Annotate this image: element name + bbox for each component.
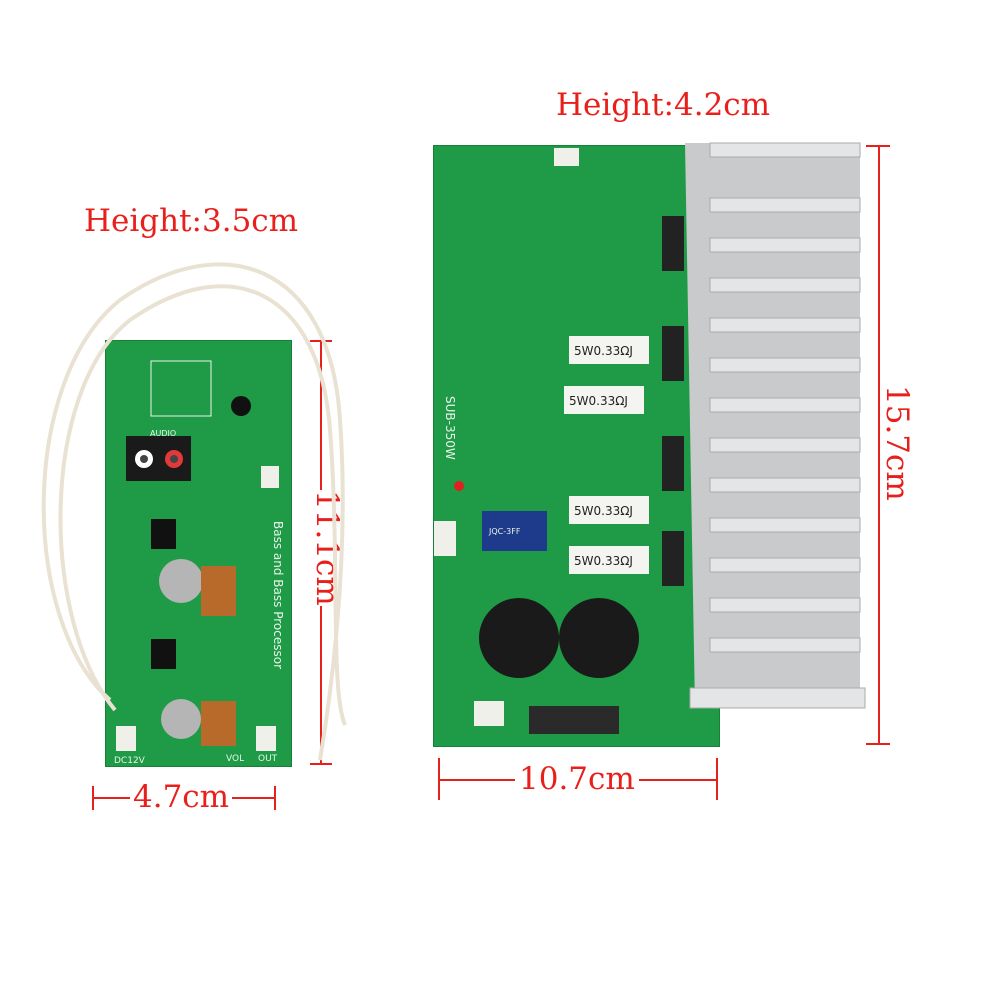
left-board-components: Bass and Bass Processor AUDIO DC12V VOL …	[114, 360, 285, 766]
svg-text:AUDIO: AUDIO	[150, 429, 176, 438]
right-height-label: Height:4.2cm	[556, 87, 771, 123]
svg-text:5W0.33ΩJ: 5W0.33ΩJ	[574, 504, 633, 518]
bass-processor-board: Bass and Bass Processor AUDIO DC12V VOL …	[105, 340, 292, 767]
heatsink	[685, 142, 866, 709]
dimension-tick	[438, 758, 440, 800]
svg-text:5W0.33ΩJ: 5W0.33ΩJ	[569, 394, 628, 408]
svg-text:5W0.33ΩJ: 5W0.33ΩJ	[574, 344, 633, 358]
board-title-text: Bass and Bass Processor	[271, 521, 285, 669]
right-width-label: 10.7cm	[515, 764, 639, 795]
svg-text:OUT: OUT	[258, 754, 278, 764]
left-width-label: 4.7cm	[130, 782, 233, 813]
right-board-components: 5W0.33ΩJ 5W0.33ΩJ 5W0.33ΩJ 5W0.33ΩJ JQC-…	[434, 148, 684, 734]
dimension-tick	[92, 786, 94, 810]
svg-text:VOL: VOL	[226, 754, 244, 764]
svg-text:JQC-3FF: JQC-3FF	[488, 527, 521, 536]
left-height-label: Height:3.5cm	[84, 203, 299, 239]
dimension-line	[878, 145, 880, 745]
dimension-tick	[310, 763, 332, 765]
amplifier-board: 5W0.33ΩJ 5W0.33ΩJ 5W0.33ΩJ 5W0.33ΩJ JQC-…	[433, 145, 720, 747]
dimension-tick	[866, 743, 890, 745]
dimension-tick	[716, 758, 718, 800]
dimension-tick	[274, 786, 276, 810]
svg-text:DC12V: DC12V	[114, 756, 146, 766]
svg-text:SUB-350W: SUB-350W	[443, 396, 457, 460]
svg-text:5W0.33ΩJ: 5W0.33ΩJ	[574, 554, 633, 568]
